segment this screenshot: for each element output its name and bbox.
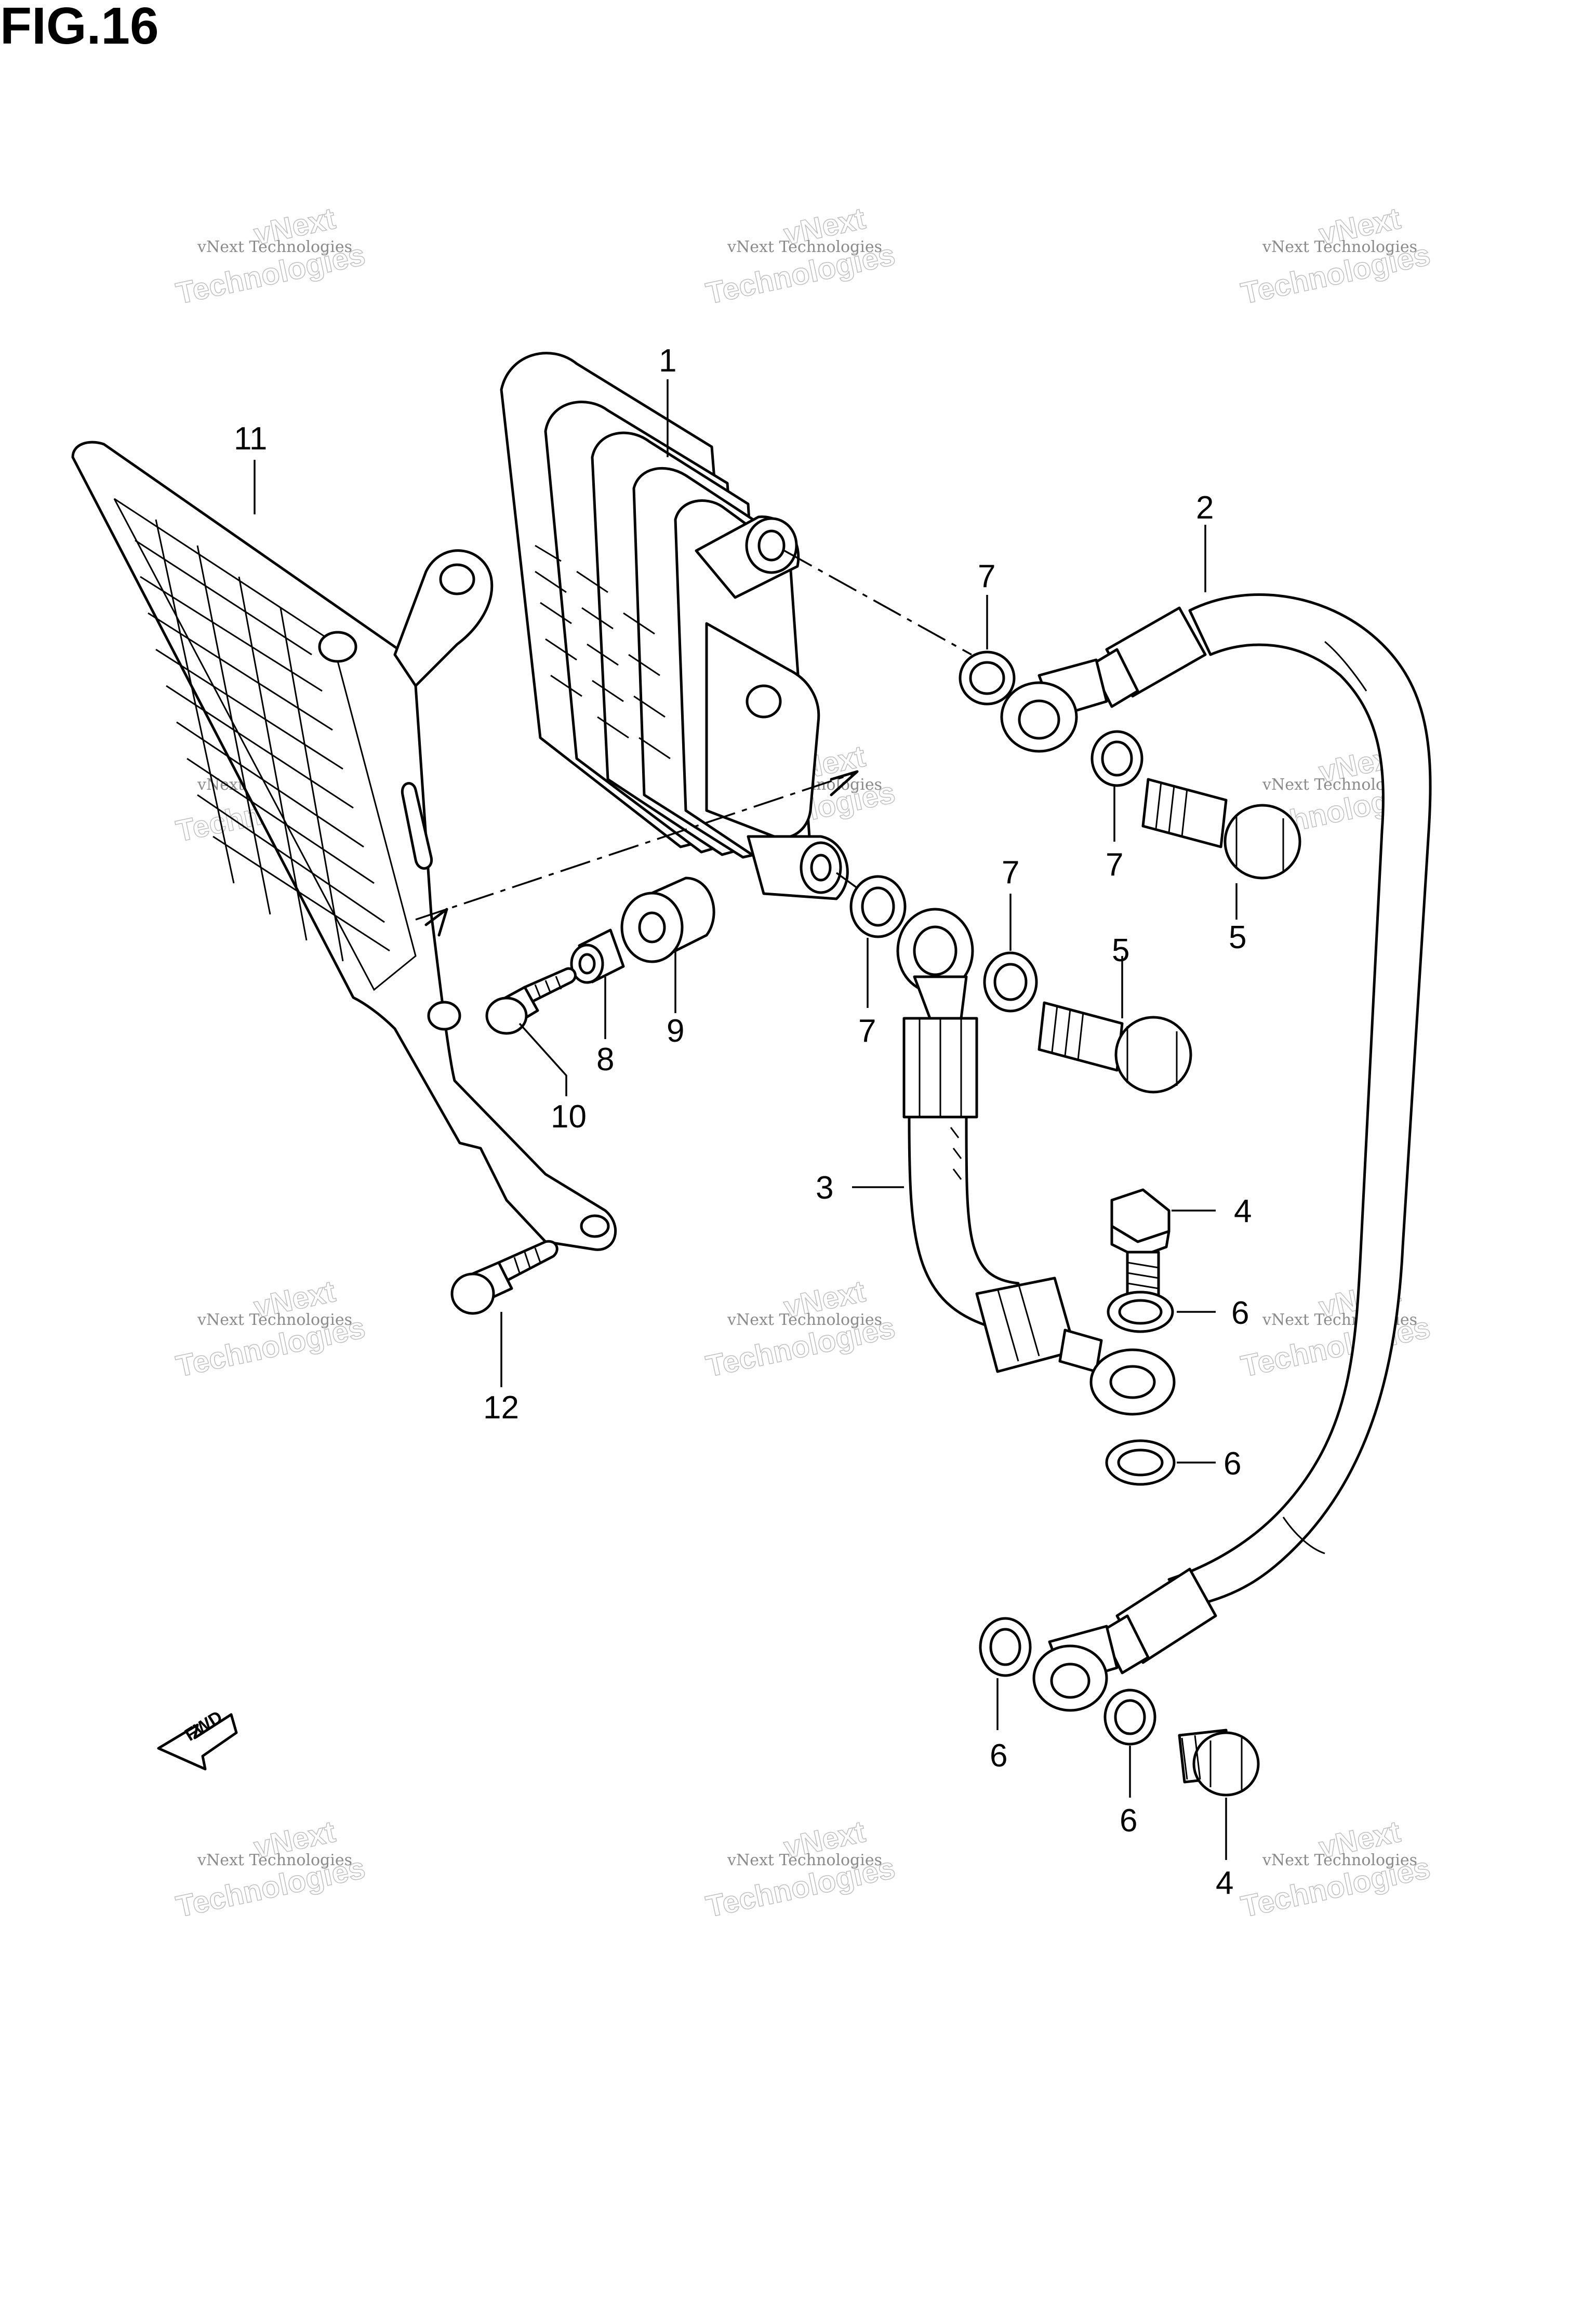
part-6-gasket xyxy=(979,1617,1032,1677)
part-7-gasket xyxy=(849,875,907,938)
part-2-oil-hose xyxy=(1000,593,1432,1712)
callout-labels: 1 2 3 4 4 5 5 6 6 6 6 7 7 7 7 8 9 10 11 … xyxy=(234,343,1252,1901)
part-11-cooler-guard xyxy=(71,441,617,1251)
leader-lines xyxy=(254,379,1238,1860)
callout-1: 1 xyxy=(659,343,676,379)
watermark: Technologies vNext vNext Technologies xyxy=(703,1814,898,1924)
callout-6: 6 xyxy=(1223,1446,1241,1482)
callout-7: 7 xyxy=(978,559,995,594)
callout-2: 2 xyxy=(1196,490,1214,526)
callout-7: 7 xyxy=(858,1013,876,1049)
assembly-lines xyxy=(415,550,972,937)
part-6-gasket xyxy=(1103,1689,1156,1746)
svg-text:vNext Technologies: vNext Technologies xyxy=(727,238,882,256)
callout-7: 7 xyxy=(1002,855,1019,891)
part-7-gasket xyxy=(983,951,1038,1013)
callout-10: 10 xyxy=(551,1099,587,1135)
watermark-layer: Technologies vNext vNext Technologies Te… xyxy=(173,201,1433,1924)
watermark: Technologies vNext vNext Technologies xyxy=(703,201,898,311)
part-4-bolt-upper xyxy=(1110,1188,1171,1308)
guard-mesh xyxy=(135,519,390,962)
part-12-bolt xyxy=(450,1240,558,1315)
svg-text:vNext Technologies: vNext Technologies xyxy=(197,238,352,256)
part-5-union-bolt-upper xyxy=(1141,778,1301,880)
part-5-union-bolt-lower xyxy=(1038,1001,1192,1094)
callout-4: 4 xyxy=(1234,1193,1252,1229)
watermark: Technologies vNext vNext Technologies xyxy=(1238,201,1433,311)
callout-3: 3 xyxy=(816,1170,833,1206)
svg-text:vNext Technologies: vNext Technologies xyxy=(1262,1851,1417,1869)
part-9-grommet xyxy=(620,876,715,963)
callout-8: 8 xyxy=(596,1042,614,1078)
part-6-gasket xyxy=(1105,1439,1176,1486)
watermark: Technologies vNext vNext Technologies xyxy=(173,1274,368,1384)
part-4-bolt-lower xyxy=(1178,1729,1260,1797)
watermark: Technologies vNext vNext Technologies xyxy=(1238,1274,1433,1384)
callout-9: 9 xyxy=(667,1013,684,1049)
part-7-gasket xyxy=(959,650,1016,706)
callout-6: 6 xyxy=(990,1738,1007,1774)
callout-6: 6 xyxy=(1120,1803,1137,1839)
callout-5: 5 xyxy=(1112,933,1129,968)
callout-7: 7 xyxy=(1106,847,1123,883)
figure-title: FIG.16 xyxy=(0,0,159,55)
part-6-gasket xyxy=(1107,1291,1174,1333)
callout-4: 4 xyxy=(1216,1865,1233,1901)
svg-text:vNext Technologies: vNext Technologies xyxy=(197,1311,352,1329)
part-1-oil-cooler xyxy=(500,352,849,900)
svg-text:vNext Technologies: vNext Technologies xyxy=(197,1851,352,1869)
part-3-oil-hose xyxy=(896,908,1176,1416)
part-10-bolt xyxy=(485,967,577,1035)
watermark: Technologies vNext vNext Technologies xyxy=(1238,1814,1433,1924)
callout-6: 6 xyxy=(1231,1295,1249,1331)
watermark: Technologies vNext vNext Technologies xyxy=(173,201,368,311)
callout-11: 11 xyxy=(234,421,267,457)
part-7-gasket xyxy=(1090,730,1143,787)
callout-5: 5 xyxy=(1229,920,1246,955)
watermark: Technologies vNext vNext Technologies xyxy=(173,1814,368,1924)
callout-12: 12 xyxy=(483,1390,519,1426)
svg-text:vNext Technologies: vNext Technologies xyxy=(727,1851,882,1869)
fwd-arrow-icon: FWD xyxy=(157,1707,238,1771)
watermark: Technologies vNext vNext Technologies xyxy=(703,1274,898,1384)
svg-text:vNext Technologies: vNext Technologies xyxy=(727,1311,882,1329)
part-8-collar xyxy=(570,928,625,984)
svg-text:vNext Technologies: vNext Technologies xyxy=(1262,238,1417,256)
